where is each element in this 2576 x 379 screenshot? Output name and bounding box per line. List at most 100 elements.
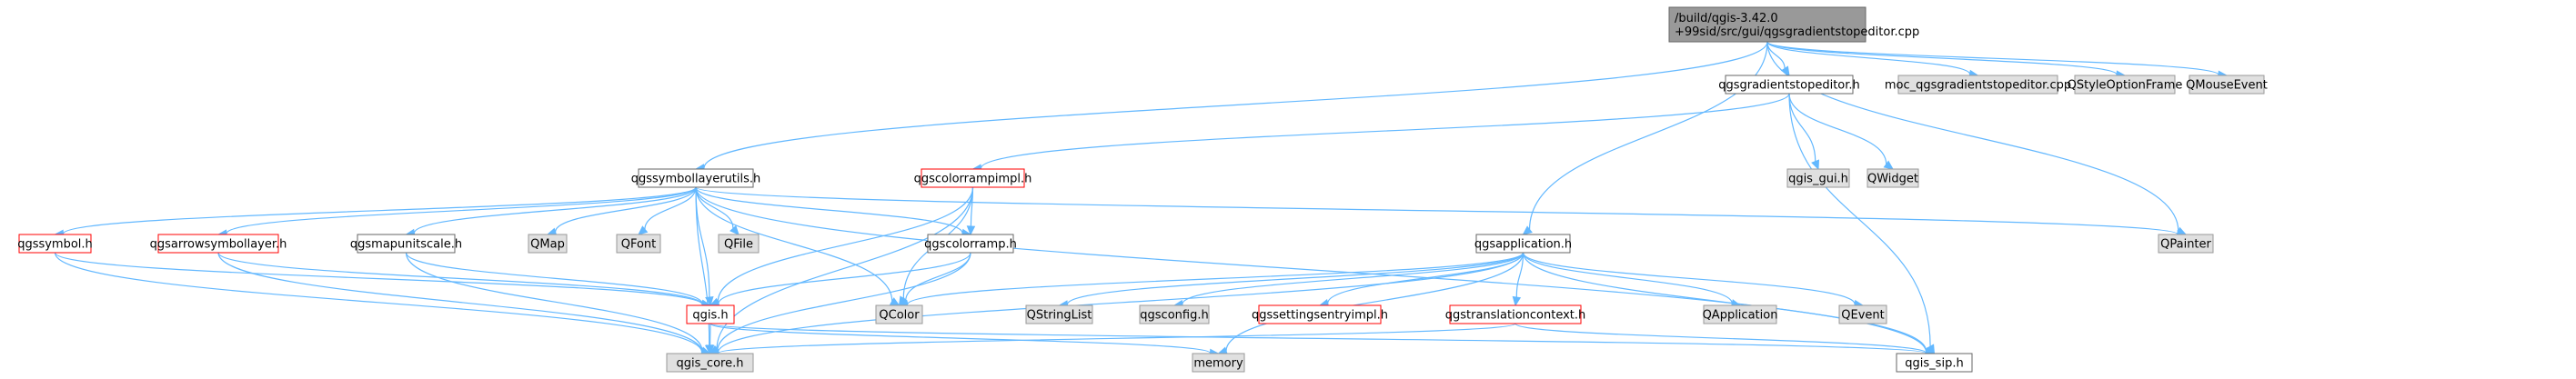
node-qgssettingsentryimpl-h[interactable]: qgssettingsentryimpl.h — [1252, 304, 1388, 324]
edge-line — [226, 186, 697, 234]
node-qgssymbollayerutils-h[interactable]: qgssymbollayerutils.h — [631, 168, 761, 188]
node-label: QPainter — [2160, 238, 2211, 252]
node-label: qgsgradientstopeditor.h — [1718, 79, 1860, 93]
node-QFont[interactable]: QFont — [616, 234, 661, 254]
node-qgis-gui-h[interactable]: qgis_gui.h — [1786, 168, 1850, 188]
edge-line — [1788, 93, 1931, 347]
edge-line — [717, 252, 1524, 354]
node-label: QEvent — [1841, 309, 1884, 323]
node-box — [718, 234, 760, 254]
node-label: qgssettingsentryimpl.h — [1252, 309, 1388, 323]
edge-qgsmapunitscale_h-to-qgis_h — [405, 252, 712, 309]
edge-qgsapplication_h-to-QStringList — [1058, 252, 1524, 309]
edge-root-to-QMouseEvent — [1766, 41, 2229, 80]
node-box — [1703, 304, 1777, 324]
node-QPainter[interactable]: QPainter — [2158, 234, 2214, 254]
node-QMap[interactable]: QMap — [528, 234, 568, 254]
node-box — [666, 353, 754, 373]
edge-qgssymbollayerutils_h-to-QPainter — [695, 186, 2188, 239]
edge-qgstranslationcontext_h-to-qgis_sip_h — [1514, 323, 1936, 358]
nodes-layer: /build/qgis-3.42.0+99sid/src/gui/qgsgrad… — [17, 6, 2268, 373]
edge-qgsgradientstopeditor_h-to-qgis_gui_h — [1788, 93, 1820, 171]
node-label: QMap — [530, 238, 565, 252]
node-QStyleOptionFrame[interactable]: QStyleOptionFrame — [2068, 75, 2183, 95]
edge-line — [1766, 41, 2219, 75]
node-box — [1867, 168, 1919, 188]
node-label: qgsmapunitscale.h — [350, 238, 462, 252]
edge-qgsapplication_h-to-qgstranslationcontext_h — [1512, 252, 1524, 307]
edge-line — [405, 252, 703, 352]
node-label: QFont — [621, 238, 657, 252]
node-box — [2158, 234, 2214, 254]
edge-qgssymbollayerutils_h-to-QFile — [695, 186, 740, 235]
node-qgsarrowsymbollayer-h[interactable]: qgsarrowsymbollayer.h — [150, 234, 287, 254]
arrowhead-icon — [1522, 225, 1533, 235]
node-QColor[interactable]: QColor — [875, 304, 923, 324]
edge-qgssymbollayerutils_h-to-qgsarrowsymbollayer_h — [216, 186, 697, 238]
node-QStringList[interactable]: QStringList — [1025, 304, 1093, 324]
edge-line — [1528, 41, 1768, 230]
node-box — [1838, 304, 1887, 324]
edge-qgstranslationcontext_h-to-qgis_core_h — [709, 323, 1516, 358]
node-label: QMouseEvent — [2186, 79, 2268, 93]
node-qgsapplication-h[interactable]: qgsapplication.h — [1474, 234, 1572, 254]
node-box — [1139, 304, 1210, 324]
edge-qgis_h-to-memory — [709, 323, 1220, 358]
edge-line — [1766, 41, 2179, 232]
node-box — [157, 234, 279, 254]
edge-line — [1182, 252, 1524, 304]
node-qgsgradientstopeditor-h[interactable]: qgsgradientstopeditor.h — [1718, 75, 1860, 95]
node-qgstranslationcontext-h[interactable]: qgstranslationcontext.h — [1445, 304, 1586, 324]
edge-line — [1515, 252, 1524, 298]
node-box — [1668, 6, 1867, 43]
node-QFile[interactable]: QFile — [718, 234, 760, 254]
edge-line — [217, 252, 703, 353]
node-QApplication[interactable]: QApplication — [1703, 304, 1778, 324]
arrowhead-icon — [889, 297, 901, 306]
node-box — [357, 234, 456, 254]
node-qgis-core-h[interactable]: qgis_core.h — [666, 353, 754, 373]
edge-qgssymbol_h-to-qgis_h — [54, 252, 712, 309]
edge-line — [980, 93, 1790, 169]
node-qgscolorrampimpl-h[interactable]: qgscolorrampimpl.h — [914, 168, 1032, 188]
node-root[interactable]: /build/qgis-3.42.0+99sid/src/gui/qgsgrad… — [1668, 6, 1919, 43]
edge-line — [1522, 252, 1927, 352]
node-moc-cpp[interactable]: moc_qgsgradientstopeditor.cpp — [1885, 75, 2071, 95]
node-qgscolorramp-h[interactable]: qgscolorramp.h — [924, 234, 1017, 254]
node-memory[interactable]: memory — [1192, 353, 1245, 373]
node-label: QApplication — [1703, 309, 1778, 323]
node-box — [1258, 304, 1382, 324]
edge-root-to-QStyleOptionFrame — [1766, 41, 2127, 79]
edge-line — [554, 186, 697, 233]
edge-qgscolorrampimpl_h-to-qgis_core_h — [709, 186, 974, 354]
arrowhead-icon — [1512, 295, 1522, 307]
node-qgis-sip-h[interactable]: qgis_sip.h — [1896, 353, 1973, 373]
edge-line — [718, 252, 971, 304]
node-label: QStringList — [1027, 309, 1092, 323]
edge-qgssymbollayerutils_h-to-qgssymbol_h — [54, 186, 697, 239]
node-qgis-h[interactable]: qgis.h — [686, 304, 735, 324]
edge-root-to-QPainter — [1766, 41, 2188, 235]
node-qgssymbol-h[interactable]: qgssymbol.h — [17, 234, 93, 254]
edge-line — [1066, 252, 1524, 305]
node-box — [875, 304, 923, 324]
edge-line — [709, 323, 1927, 354]
node-label: qgsapplication.h — [1474, 238, 1572, 252]
node-label: qgscolorramp.h — [924, 238, 1017, 252]
node-qgsmapunitscale-h[interactable]: qgsmapunitscale.h — [350, 234, 462, 254]
edge-qgssymbollayerutils_h-to-qgsmapunitscale_h — [405, 186, 697, 238]
edge-line — [1522, 252, 1733, 304]
node-qgsconfig-h[interactable]: qgsconfig.h — [1139, 304, 1210, 324]
node-label: +99sid/src/gui/qgsgradientstopeditor.cpp — [1675, 25, 1919, 39]
node-box — [1475, 234, 1571, 254]
edge-line — [644, 186, 697, 230]
edge-root-to-qgsapplication_h — [1522, 41, 1768, 235]
node-QEvent[interactable]: QEvent — [1838, 304, 1887, 324]
node-box — [1192, 353, 1245, 373]
edge-line — [54, 252, 703, 353]
node-label: qgssymbollayerutils.h — [631, 173, 761, 186]
edge-line — [1514, 323, 1927, 354]
node-box — [18, 234, 92, 254]
node-QWidget[interactable]: QWidget — [1867, 168, 1919, 188]
node-QMouseEvent[interactable]: QMouseEvent — [2186, 75, 2268, 95]
